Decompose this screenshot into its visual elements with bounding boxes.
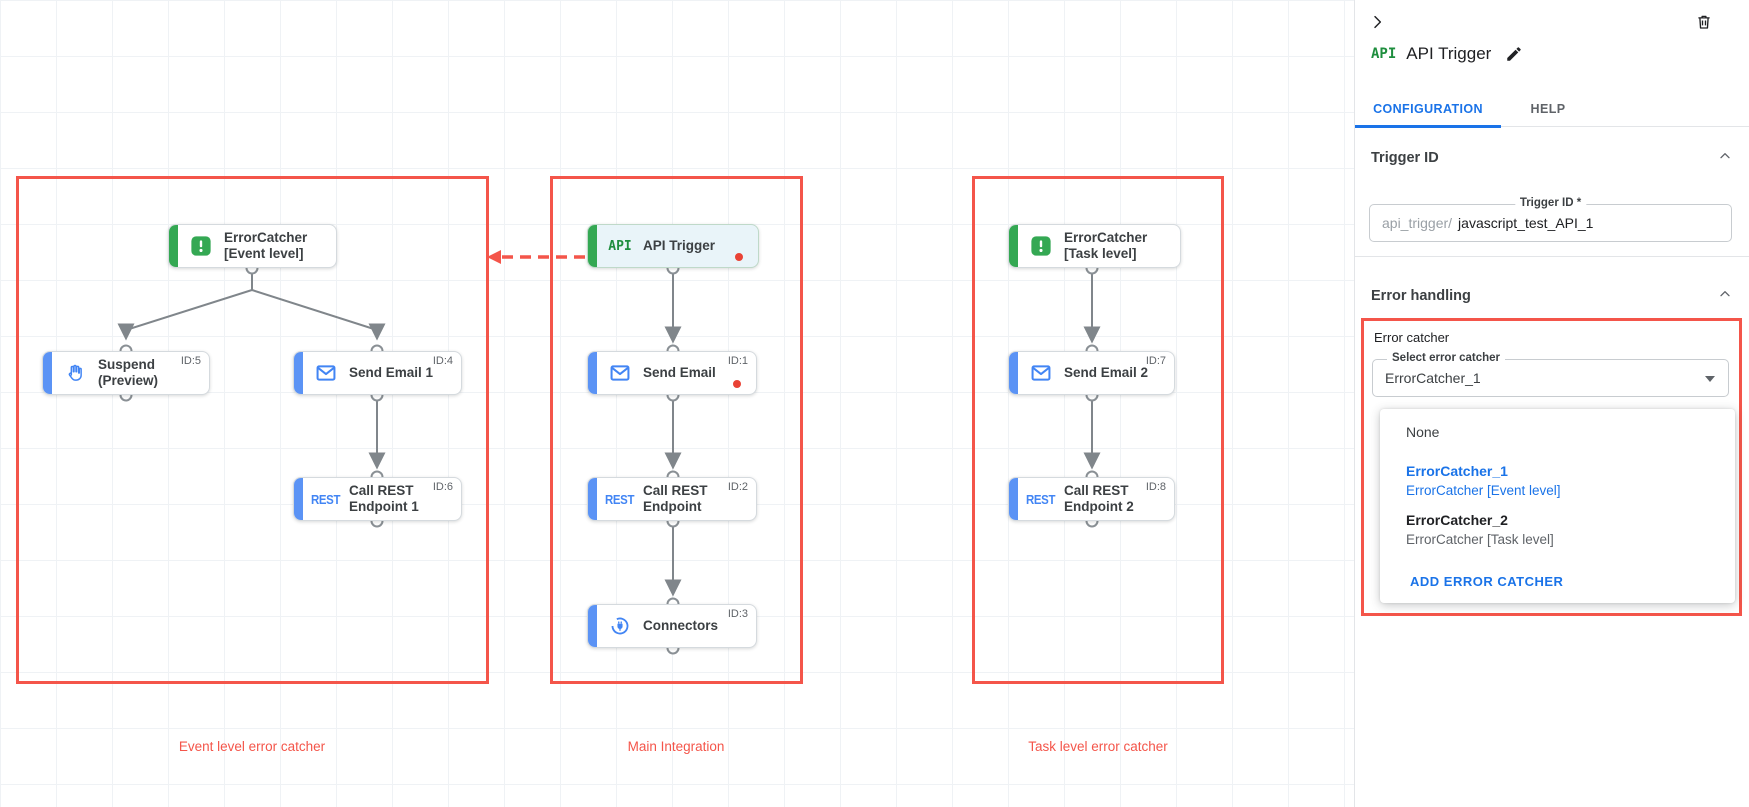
node-connectors[interactable]: Connectors ID:3 [587, 604, 757, 648]
connector-icon [597, 615, 643, 637]
api-icon: API [608, 238, 632, 254]
node-api-trigger[interactable]: API API Trigger [587, 224, 759, 268]
email-icon [303, 362, 349, 384]
email-icon [1018, 362, 1064, 384]
event-level-caption: Event level error catcher [178, 739, 326, 754]
select-field-label: Select error catcher [1387, 352, 1506, 364]
node-id-badge: ID:7 [1145, 355, 1166, 367]
edit-title-icon[interactable] [1505, 45, 1523, 63]
task-level-group-box [972, 176, 1224, 684]
rest-icon: REST [311, 491, 341, 507]
trigger-id-section-title: Trigger ID [1371, 149, 1439, 166]
node-errorcatcher-task-level[interactable]: ErrorCatcher[Task level] [1008, 224, 1181, 268]
task-level-caption: Task level error catcher [1028, 739, 1168, 754]
error-indicator-dot [733, 380, 741, 388]
dropdown-arrow-icon [1705, 376, 1715, 382]
error-handling-section-title: Error handling [1371, 287, 1471, 304]
trigger-id-field-label: Trigger ID * [1514, 197, 1587, 209]
node-id-badge: ID:2 [727, 481, 748, 493]
error-catcher-icon [1018, 235, 1064, 257]
error-catcher-annotation-box: Error catcher Select error catcher Error… [1361, 318, 1742, 616]
dropdown-option-errorcatcher-2[interactable]: ErrorCatcher_2 ErrorCatcher [Task level] [1406, 512, 1554, 547]
node-accent-bar [1009, 225, 1018, 267]
node-id-badge: ID:3 [727, 608, 748, 620]
email-icon [597, 362, 643, 384]
node-errorcatcher-event-level[interactable]: ErrorCatcher[Event level] [168, 224, 337, 268]
tab-configuration[interactable]: CONFIGURATION [1355, 91, 1501, 128]
node-send-email-2[interactable]: Send Email 2 ID:7 [1008, 351, 1175, 395]
node-accent-bar [1009, 478, 1018, 520]
trigger-id-prefix: api_trigger/ [1382, 215, 1453, 231]
panel-title: API Trigger [1406, 44, 1492, 63]
rest-icon: REST [1026, 491, 1056, 507]
node-accent-bar [294, 352, 303, 394]
node-id-badge: ID:6 [432, 481, 453, 493]
error-catcher-select[interactable]: Select error catcher ErrorCatcher_1 [1372, 352, 1729, 397]
select-value: ErrorCatcher_1 [1385, 370, 1481, 386]
node-send-email[interactable]: Send Email ID:1 [587, 351, 757, 395]
node-id-badge: ID:8 [1145, 481, 1166, 493]
error-catcher-label: Error catcher [1374, 330, 1450, 345]
config-panel: API API Trigger CONFIGURATION HELP Trigg… [1354, 0, 1749, 807]
node-accent-bar [43, 352, 52, 394]
event-level-group-box [16, 176, 489, 684]
node-accent-bar [294, 478, 303, 520]
dropdown-option-none[interactable]: None [1406, 424, 1440, 440]
node-accent-bar [169, 225, 178, 267]
api-trigger-logo: API [1371, 46, 1397, 62]
collapse-section-icon[interactable] [1715, 284, 1735, 307]
node-id-badge: ID:5 [180, 355, 201, 367]
node-accent-bar [588, 478, 597, 520]
suspend-hand-icon [52, 362, 98, 384]
trigger-id-field[interactable]: Trigger ID * api_trigger/ javascript_tes… [1369, 197, 1732, 242]
dropdown-option-errorcatcher-1[interactable]: ErrorCatcher_1 ErrorCatcher [Event level… [1406, 463, 1561, 498]
add-error-catcher-button[interactable]: ADD ERROR CATCHER [1380, 574, 1593, 589]
error-indicator-dot [735, 253, 743, 261]
collapse-section-icon[interactable] [1715, 146, 1735, 169]
panel-tabs: CONFIGURATION HELP [1355, 91, 1749, 128]
node-suspend[interactable]: Suspend(Preview) ID:5 [42, 351, 210, 395]
node-accent-bar [588, 225, 597, 267]
rest-icon: REST [605, 491, 635, 507]
node-send-email-1[interactable]: Send Email 1 ID:4 [293, 351, 462, 395]
collapse-panel-icon[interactable] [1367, 12, 1387, 35]
node-accent-bar [1009, 352, 1018, 394]
main-integration-caption: Main Integration [627, 739, 725, 754]
node-id-badge: ID:1 [727, 355, 748, 367]
node-id-badge: ID:4 [432, 355, 453, 367]
error-catcher-icon [178, 235, 224, 257]
integration-canvas[interactable]: ErrorCatcher[Event level] Suspend(Previe… [0, 0, 1354, 807]
node-accent-bar [588, 605, 597, 647]
delete-trigger-icon[interactable] [1693, 11, 1715, 36]
section-divider [1355, 256, 1749, 257]
main-integration-group-box [550, 176, 803, 684]
tab-help[interactable]: HELP [1501, 91, 1595, 127]
trigger-id-value: javascript_test_API_1 [1458, 215, 1594, 231]
node-accent-bar [588, 352, 597, 394]
error-catcher-dropdown: None ErrorCatcher_1 ErrorCatcher [Event … [1380, 409, 1735, 603]
